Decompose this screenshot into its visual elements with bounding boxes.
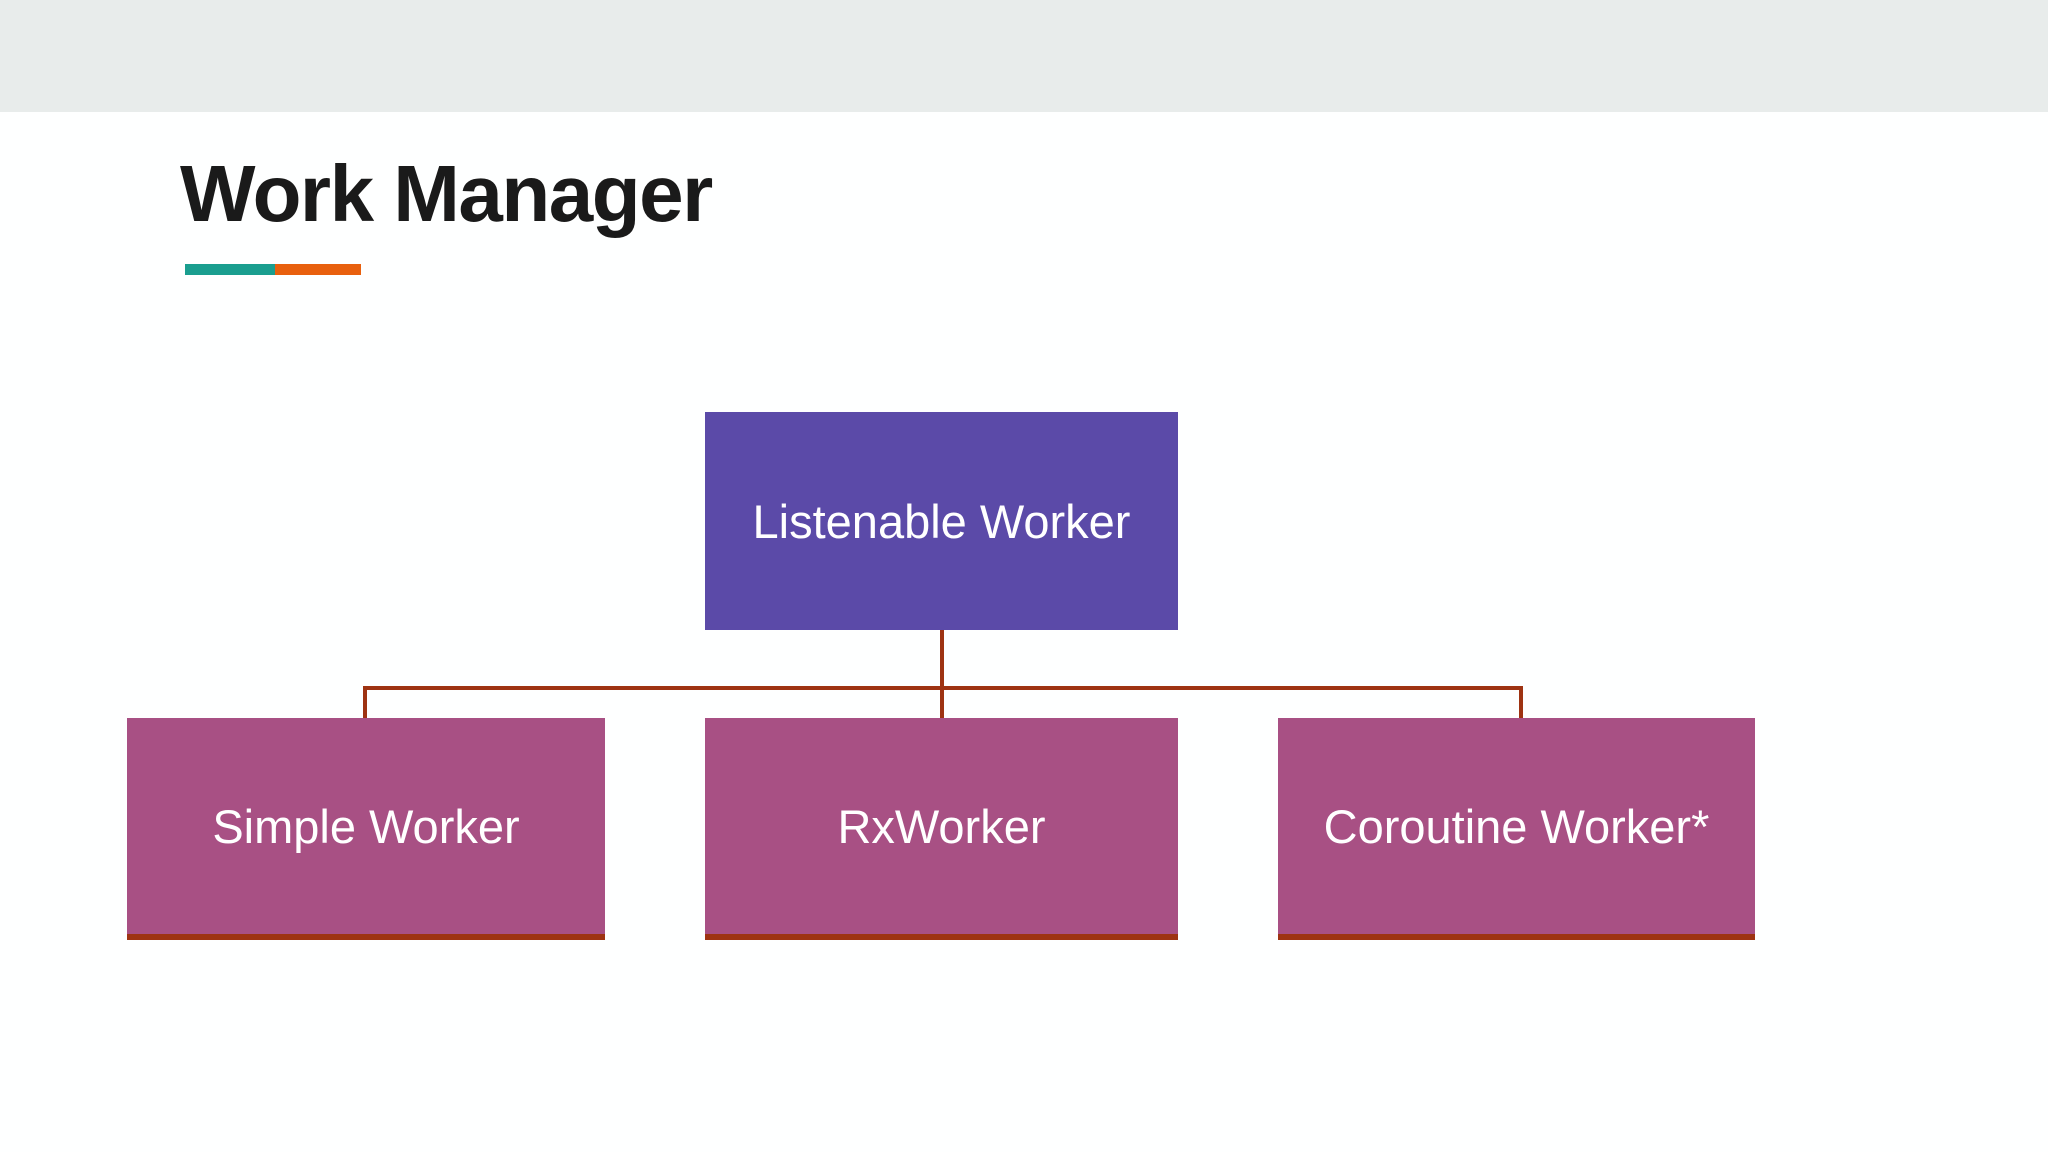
node-listenable-worker[interactable]: Listenable Worker: [705, 412, 1178, 630]
title-accent-bar: [185, 264, 361, 275]
connector-branch-left: [363, 686, 367, 720]
node-rxworker[interactable]: RxWorker: [705, 718, 1178, 940]
node-label: Listenable Worker: [752, 494, 1131, 548]
accent-segment-orange: [275, 264, 361, 275]
top-decorative-band: [0, 0, 2048, 112]
node-label: RxWorker: [837, 799, 1046, 853]
accent-segment-teal: [185, 264, 275, 275]
node-coroutine-worker[interactable]: Coroutine Worker*: [1278, 718, 1755, 940]
page-title: Work Manager: [180, 149, 713, 238]
node-label: Coroutine Worker*: [1323, 799, 1710, 853]
connector-branch-middle: [940, 686, 944, 720]
node-label: Simple Worker: [212, 799, 520, 853]
connector-branch-right: [1519, 686, 1523, 720]
node-simple-worker[interactable]: Simple Worker: [127, 718, 605, 940]
connector-root-vertical: [940, 630, 944, 690]
